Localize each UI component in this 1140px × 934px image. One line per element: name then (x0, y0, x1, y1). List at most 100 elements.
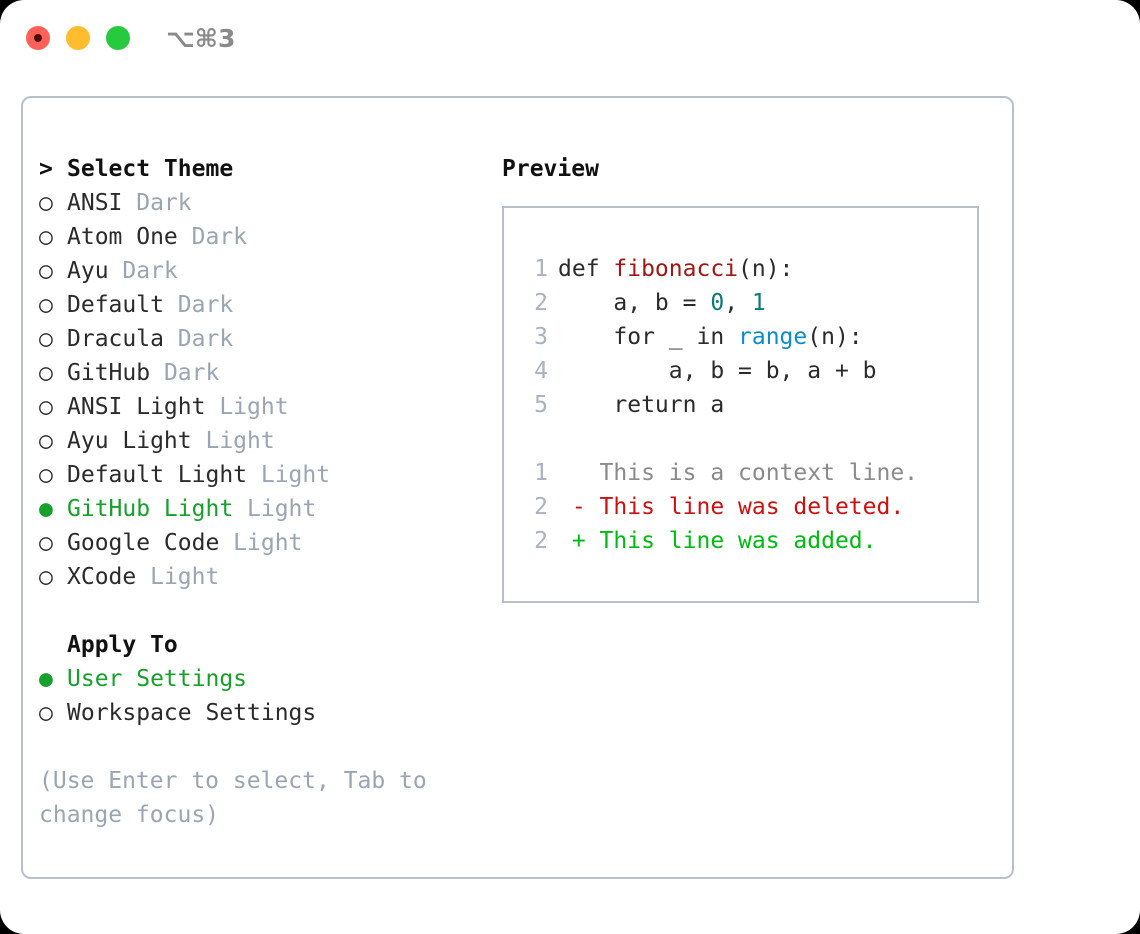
theme-variant-tag: Light (191, 428, 275, 454)
diff-line-number: 1 (534, 460, 548, 486)
theme-name-label: Ayu Light (67, 428, 192, 454)
theme-list-item[interactable]: ○ Default Dark (39, 288, 479, 322)
code-line: 2 a, b = 0, 1 (522, 286, 977, 320)
minimize-button-icon[interactable] (66, 26, 90, 50)
prompt-caret-icon: > (39, 156, 53, 182)
radio-unselected-icon: ○ (39, 258, 53, 284)
theme-list-item[interactable]: ○ Ayu Dark (39, 254, 479, 288)
theme-list-item[interactable]: ○ Ayu Light Light (39, 424, 479, 458)
code-line: 5 return a (522, 388, 977, 422)
keyboard-hint-text: (Use Enter to select, Tab to change focu… (39, 768, 441, 828)
code-token: (n): (807, 324, 863, 350)
code-line-number: 3 (534, 324, 548, 350)
theme-variant-tag: Dark (150, 360, 220, 386)
theme-variant-tag: Light (136, 564, 220, 590)
theme-variant-tag: Dark (163, 292, 234, 318)
theme-variant-tag: Dark (122, 190, 192, 216)
diff-line: 1 This is a context line. (522, 456, 977, 490)
theme-list-item[interactable]: ○Google Code Light (39, 526, 479, 560)
diff-text: This is a context line. (599, 460, 919, 486)
theme-name-label: Dracula (67, 326, 164, 352)
theme-list-item[interactable]: ○ Default Light Light (39, 458, 479, 492)
keyboard-shortcut-label: ⌥⌘3 (166, 24, 236, 53)
code-token: return a (558, 392, 725, 418)
radio-unselected-icon: ○ (39, 700, 53, 726)
theme-variant-tag: Light (205, 394, 289, 420)
code-token: def (558, 256, 614, 282)
code-token: range (738, 324, 808, 350)
diff-text: This line was added. (599, 528, 877, 554)
theme-list-item[interactable]: ●GitHub Light Light (39, 492, 479, 526)
apply-to-header: Apply To (39, 628, 479, 662)
theme-list-item[interactable]: ○ ANSI Dark (39, 186, 479, 220)
select-theme-header: > Select Theme (39, 152, 479, 186)
apply-to-list: ●User Settings○Workspace Settings (39, 662, 479, 730)
theme-name-label: Default Light (67, 462, 248, 488)
theme-name-label: ANSI (67, 190, 123, 216)
theme-name-label: Default (67, 292, 164, 318)
code-line-number: 5 (534, 392, 548, 418)
theme-variant-tag: Light (233, 496, 317, 522)
diff-text: This line was deleted. (599, 494, 905, 520)
radio-unselected-icon: ○ (39, 360, 53, 386)
code-line: 1 def fibonacci(n): (522, 252, 977, 286)
radio-unselected-icon: ○ (39, 190, 53, 216)
theme-list-item[interactable]: ○ GitHub Dark (39, 356, 479, 390)
close-button-icon[interactable] (26, 26, 50, 50)
theme-name-label: XCode (67, 564, 137, 590)
code-token: fibonacci (613, 256, 739, 282)
theme-selection-column: >Select Theme ○ANSI Dark○Atom One Dark○A… (39, 152, 479, 832)
theme-variant-tag: Dark (108, 258, 178, 284)
radio-unselected-icon: ○ (39, 224, 53, 250)
diff-sign: - (558, 494, 600, 520)
theme-name-label: Atom One (67, 224, 178, 250)
theme-name-label: ANSI Light (67, 394, 206, 420)
preview-title: Preview (502, 156, 599, 182)
theme-list-item[interactable]: ○ Atom One Dark (39, 220, 479, 254)
code-token: 1 (751, 290, 766, 316)
diff-line: 2 - This line was deleted. (522, 490, 977, 524)
apply-to-indent (39, 628, 67, 662)
preview-spacer (522, 422, 977, 456)
apply-to-section: Apply To ●User Settings○Workspace Settin… (39, 628, 479, 730)
theme-variant-tag: Dark (177, 224, 248, 250)
radio-unselected-icon: ○ (39, 394, 53, 420)
theme-variant-tag: Dark (163, 326, 234, 352)
radio-unselected-icon: ○ (39, 428, 53, 454)
theme-list-item[interactable]: ○ ANSI Light Light (39, 390, 479, 424)
zoom-button-icon[interactable] (106, 26, 130, 50)
theme-list-item[interactable]: ○ XCode Light (39, 560, 479, 594)
radio-unselected-icon: ○ (39, 462, 53, 488)
theme-list-item[interactable]: ○Dracula Dark (39, 322, 479, 356)
theme-name-label: Ayu (67, 258, 109, 284)
code-line: 4 a, b = b, a + b (522, 354, 977, 388)
code-token: , (724, 290, 752, 316)
diff-sign: + (558, 528, 600, 554)
diff-sample: 1 This is a context line.2 - This line w… (522, 456, 977, 558)
theme-name-label: GitHub (67, 360, 151, 386)
apply-to-item[interactable]: ●User Settings (39, 662, 479, 696)
theme-variant-tag: Light (219, 530, 303, 556)
code-token: for _ in (558, 324, 739, 350)
diff-line-number: 2 (534, 494, 548, 520)
apply-to-item[interactable]: ○Workspace Settings (39, 696, 479, 730)
code-token: (n): (738, 256, 794, 282)
radio-unselected-icon: ○ (39, 292, 53, 318)
title-bar: ⌥⌘3 (0, 0, 1140, 78)
diff-line-number: 2 (534, 528, 548, 554)
code-line-number: 2 (534, 290, 548, 316)
code-line-number: 1 (534, 256, 548, 282)
theme-variant-tag: Light (247, 462, 331, 488)
content-card: >Select Theme ○ANSI Dark○Atom One Dark○A… (21, 96, 1014, 879)
radio-selected-icon: ● (39, 496, 53, 522)
select-theme-header-label: Select Theme (67, 156, 234, 182)
apply-to-header-label: Apply To (67, 632, 178, 658)
theme-name-label: Google Code (67, 530, 220, 556)
code-token: a, b = (558, 290, 711, 316)
radio-selected-icon: ● (39, 666, 53, 692)
radio-unselected-icon: ○ (39, 564, 53, 590)
